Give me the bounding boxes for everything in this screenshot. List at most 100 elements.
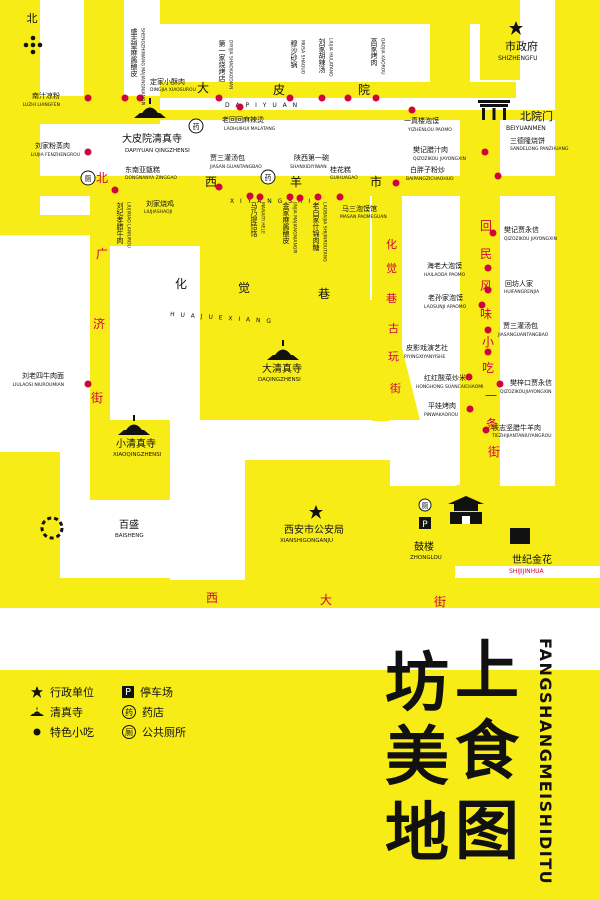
svg-text:鼓楼: 鼓楼 <box>414 540 434 553</box>
svg-text:老白家什锦肉糖: 老白家什锦肉糖 <box>312 201 320 252</box>
star-icon <box>509 21 523 35</box>
svg-text:马乃提饸饹: 马乃提饸饹 <box>250 202 258 238</box>
svg-text:LAOBAIJIA SHIJINROUTANG: LAOBAIJIA SHIJINROUTANG <box>322 202 328 262</box>
svg-text:DINGJIA XIAOSUROU: DINGJIA XIAOSUROU <box>150 87 196 93</box>
svg-text:HONGHONG SUANCAICHAOMI: HONGHONG SUANCAICHAOMI <box>416 384 483 390</box>
svg-text:回坊人家: 回坊人家 <box>505 279 533 288</box>
svg-text:红红酸菜炒米: 红红酸菜炒米 <box>424 373 466 382</box>
legend-mosque: 清真寺 <box>30 704 83 720</box>
legend-mosque-label: 清真寺 <box>50 706 83 719</box>
svg-text:街: 街 <box>390 381 401 395</box>
svg-text:BAIPANGZICHAOHUO: BAIPANGZICHAOHUO <box>406 176 454 182</box>
svg-text:LIULAOSI NIUROUMIAN: LIULAOSI NIUROUMIAN <box>13 382 65 388</box>
svg-text:刘纪孝腊牛肉: 刘纪孝腊牛肉 <box>116 201 124 244</box>
svg-text:定家小酥肉: 定家小酥肉 <box>150 77 185 86</box>
svg-text:MUSA SHAGUO: MUSA SHAGUO <box>300 40 306 75</box>
svg-text:JINJIA MAJIANGNIANGPI: JINJIA MAJIANGNIANGPI <box>292 201 298 253</box>
legend-pharmacy: 药 药店 <box>122 704 164 720</box>
svg-text:贾三灌汤包: 贾三灌汤包 <box>503 321 538 330</box>
svg-text:QIZOZIKOUJIAYONGXIN: QIZOZIKOUJIAYONGXIN <box>500 389 552 395</box>
svg-text:皮: 皮 <box>273 83 285 97</box>
svg-text:QIZOZIKOU JIAYONGXIN: QIZOZIKOU JIAYONGXIN <box>504 236 557 242</box>
svg-text:海老大泡馍: 海老大泡馍 <box>427 261 462 270</box>
street-xiyangshi: 西 羊 市 X I Y A N G S H I <box>205 174 382 205</box>
svg-text:BEIYUANMEN: BEIYUANMEN <box>506 125 546 132</box>
svg-text:吃: 吃 <box>482 361 494 375</box>
svg-text:三德隆烧饼: 三德隆烧饼 <box>510 136 545 145</box>
svg-text:GUIHUAGAO: GUIHUAGAO <box>330 175 358 181</box>
drum-tower-icon <box>448 496 484 524</box>
svg-text:LIUJIXIAO LANIUROU: LIUJIXIAO LANIUROU <box>126 202 132 248</box>
mosque-icon <box>267 340 299 360</box>
svg-text:老孙家泡馍: 老孙家泡馍 <box>428 293 463 302</box>
mosque-icon <box>134 98 166 118</box>
svg-text:DIYIJIA SHAOKAODIAN: DIYIJIA SHAOKAODIAN <box>228 40 234 89</box>
svg-text:大皮院清真寺: 大皮院清真寺 <box>122 132 182 145</box>
compass-icon <box>23 35 43 55</box>
legend-parking-label: 停车场 <box>140 686 173 699</box>
svg-text:刘老四牛肉面: 刘老四牛肉面 <box>22 371 64 380</box>
svg-text:LIUJIA HULATANG: LIUJIA HULATANG <box>328 38 334 77</box>
toilet-icon: 厕 <box>80 170 96 186</box>
svg-text:白胖子粉炒: 白胖子粉炒 <box>410 165 445 174</box>
svg-text:一: 一 <box>485 389 497 403</box>
svg-text:市: 市 <box>370 174 382 189</box>
title-char: 图 <box>455 795 519 869</box>
pharmacy-icon: 药 <box>188 118 204 134</box>
svg-text:巷: 巷 <box>386 292 397 305</box>
legend-toilet: 厕 公共厕所 <box>122 724 186 740</box>
svg-text:PINWAKAOROU: PINWAKAOROU <box>424 412 458 418</box>
dot-icon <box>30 725 44 739</box>
svg-text:LIUJIASHAOJI: LIUJIASHAOJI <box>144 209 172 215</box>
svg-text:X I Y A N G S H I: X I Y A N G S H I <box>230 198 312 205</box>
street-beiguangji: 北 广 济 街 <box>91 171 108 405</box>
svg-text:SHIJIJINHUA: SHIJIJINHUA <box>509 568 545 575</box>
legend-snack-label: 特色小吃 <box>50 726 94 739</box>
svg-text:穆沙砂锅: 穆沙砂锅 <box>290 39 298 69</box>
title-char: 地 <box>385 797 449 871</box>
legend-pharmacy-label: 药店 <box>142 706 164 719</box>
gate-icon <box>478 100 510 120</box>
svg-text:条: 条 <box>486 417 498 431</box>
svg-text:东南亚甑糕: 东南亚甑糕 <box>125 165 160 174</box>
svg-text:D A P I Y U A N: D A P I Y U A N <box>225 102 299 109</box>
svg-text:SHANXIDIYIWAN: SHANXIDIYIWAN <box>290 164 327 170</box>
legend-admin-label: 行政单位 <box>50 686 94 699</box>
svg-text:西安市公安局: 西安市公安局 <box>284 523 344 536</box>
svg-text:PIYINGXIYANYISHE: PIYINGXIYANYISHE <box>404 354 446 360</box>
street-xidajie: 西 大 街 <box>206 591 446 609</box>
svg-text:XIANSHIGONGANJU: XIANSHIGONGANJU <box>280 538 333 544</box>
title-char: 坊 <box>385 647 449 721</box>
compass-north-label: 北 <box>27 12 38 25</box>
svg-text:JIASANGUANTANGBAO: JIASANGUANTANGBAO <box>497 332 549 338</box>
svg-text:LIUJIA FENZHENGROU: LIUJIA FENZHENGROU <box>31 152 80 158</box>
svg-text:SANDELONG PANZHUANG: SANDELONG PANZHUANG <box>510 146 569 152</box>
svg-text:街: 街 <box>91 391 103 405</box>
svg-text:觉: 觉 <box>386 262 397 275</box>
pharmacy-icon: 药 <box>122 705 136 719</box>
svg-text:大: 大 <box>197 81 209 95</box>
svg-text:味: 味 <box>480 307 492 321</box>
svg-text:SHENGZHIWANG MAJIANGNIANGPI: SHENGZHIWANG MAJIANGNIANGPI <box>140 28 146 106</box>
